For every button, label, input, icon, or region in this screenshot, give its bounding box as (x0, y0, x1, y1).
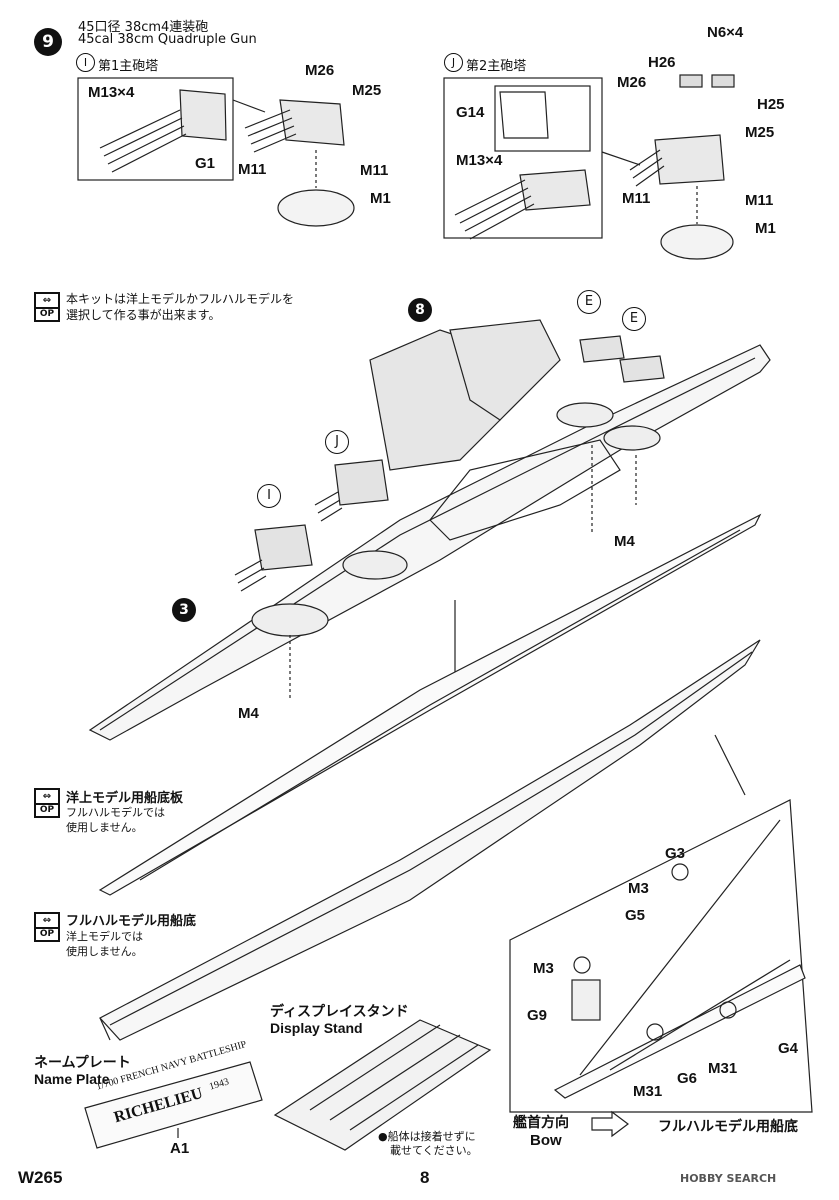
step-8-ref: 8 (408, 298, 432, 322)
marker-e-2: E (622, 307, 646, 331)
detail-bottom-label: フルハルモデル用船底 (658, 1118, 798, 1134)
label-g3: G3 (665, 845, 686, 862)
marker-j: J (325, 430, 349, 454)
step-title-en: 45cal 38cm Quadruple Gun (78, 32, 257, 47)
label-m31-b: M31 (708, 1060, 738, 1077)
waterline-title: 洋上モデル用船底板 (66, 791, 184, 806)
label-g5: G5 (625, 907, 646, 924)
label-g4: G4 (778, 1040, 799, 1057)
nameplate-title-jp: ネームプレート (34, 1054, 131, 1070)
waterline-note-2: 使用しません。 (66, 821, 143, 834)
marker-e-1: E (577, 290, 601, 314)
fullhull-title: フルハルモデル用船底 (66, 914, 197, 929)
label-m26-j: M26 (617, 74, 647, 91)
label-h26: H26 (648, 54, 676, 71)
stand-title-en: Display Stand (270, 1020, 363, 1036)
bow-direction-en: Bow (530, 1132, 562, 1149)
bow-direction-jp: 艦首方向 (513, 1114, 569, 1130)
label-g1: G1 (195, 155, 216, 172)
label-m3-b: M3 (533, 960, 554, 977)
turret-j-title: 第2主砲塔 (466, 59, 527, 74)
label-g9: G9 (527, 1007, 548, 1024)
fullhull-note-2: 使用しません。 (66, 945, 143, 958)
step-number-badge: 9 (34, 28, 62, 56)
option-note-line2: 選択して作る事が出来ます。 (66, 308, 221, 322)
label-m11-a: M11 (238, 161, 267, 178)
waterline-note-1: フルハルモデルでは (66, 806, 165, 819)
option-icon: ⇔OP (34, 292, 60, 322)
stand-note-2: 載せてください。 (390, 1144, 478, 1157)
label-m13: M13×4 (88, 84, 135, 101)
turret-i-title: 第1主砲塔 (98, 59, 159, 74)
label-m11-j-b: M11 (745, 192, 774, 209)
option-note-line1: 本キットは洋上モデルかフルハルモデルを (66, 292, 295, 306)
label-m11-j-a: M11 (622, 190, 651, 207)
label-g14: G14 (456, 104, 485, 121)
watermark: HOBBY SEARCH (680, 1172, 777, 1185)
product-code: W265 (18, 1168, 63, 1187)
turret-i-marker: I (76, 53, 95, 72)
label-m4-right: M4 (614, 533, 635, 550)
page-number: 8 (420, 1168, 430, 1187)
step-title-jp: 45口径 38cm4連装砲 (78, 20, 209, 35)
label-m1-j: M1 (755, 220, 776, 237)
label-m25-j: M25 (745, 124, 775, 141)
label-m11-b: M11 (360, 162, 389, 179)
label-m3-a: M3 (628, 880, 649, 897)
step-3-ref: 3 (172, 598, 196, 622)
nameplate-title-en: Name Plate (34, 1071, 110, 1087)
stand-title-jp: ディスプレイスタンド (270, 1003, 409, 1019)
fullhull-note-1: 洋上モデルでは (66, 930, 143, 943)
waterline-option-icon: ⇔OP (34, 788, 60, 818)
label-m25: M25 (352, 82, 382, 99)
label-g6: G6 (677, 1070, 698, 1087)
nameplate-part: A1 (170, 1140, 190, 1157)
label-m13-j: M13×4 (456, 152, 503, 169)
label-m31-a: M31 (633, 1083, 663, 1100)
fullhull-option-icon: ⇔OP (34, 912, 60, 942)
turret-j-marker: J (444, 53, 463, 72)
label-m1: M1 (370, 190, 391, 207)
stand-note-1: ●船体は接着せずに (378, 1130, 476, 1143)
marker-i: I (257, 484, 281, 508)
label-m26: M26 (305, 62, 335, 79)
label-m4-left: M4 (238, 705, 259, 722)
label-n6: N6×4 (707, 24, 744, 41)
label-h25: H25 (757, 96, 785, 113)
